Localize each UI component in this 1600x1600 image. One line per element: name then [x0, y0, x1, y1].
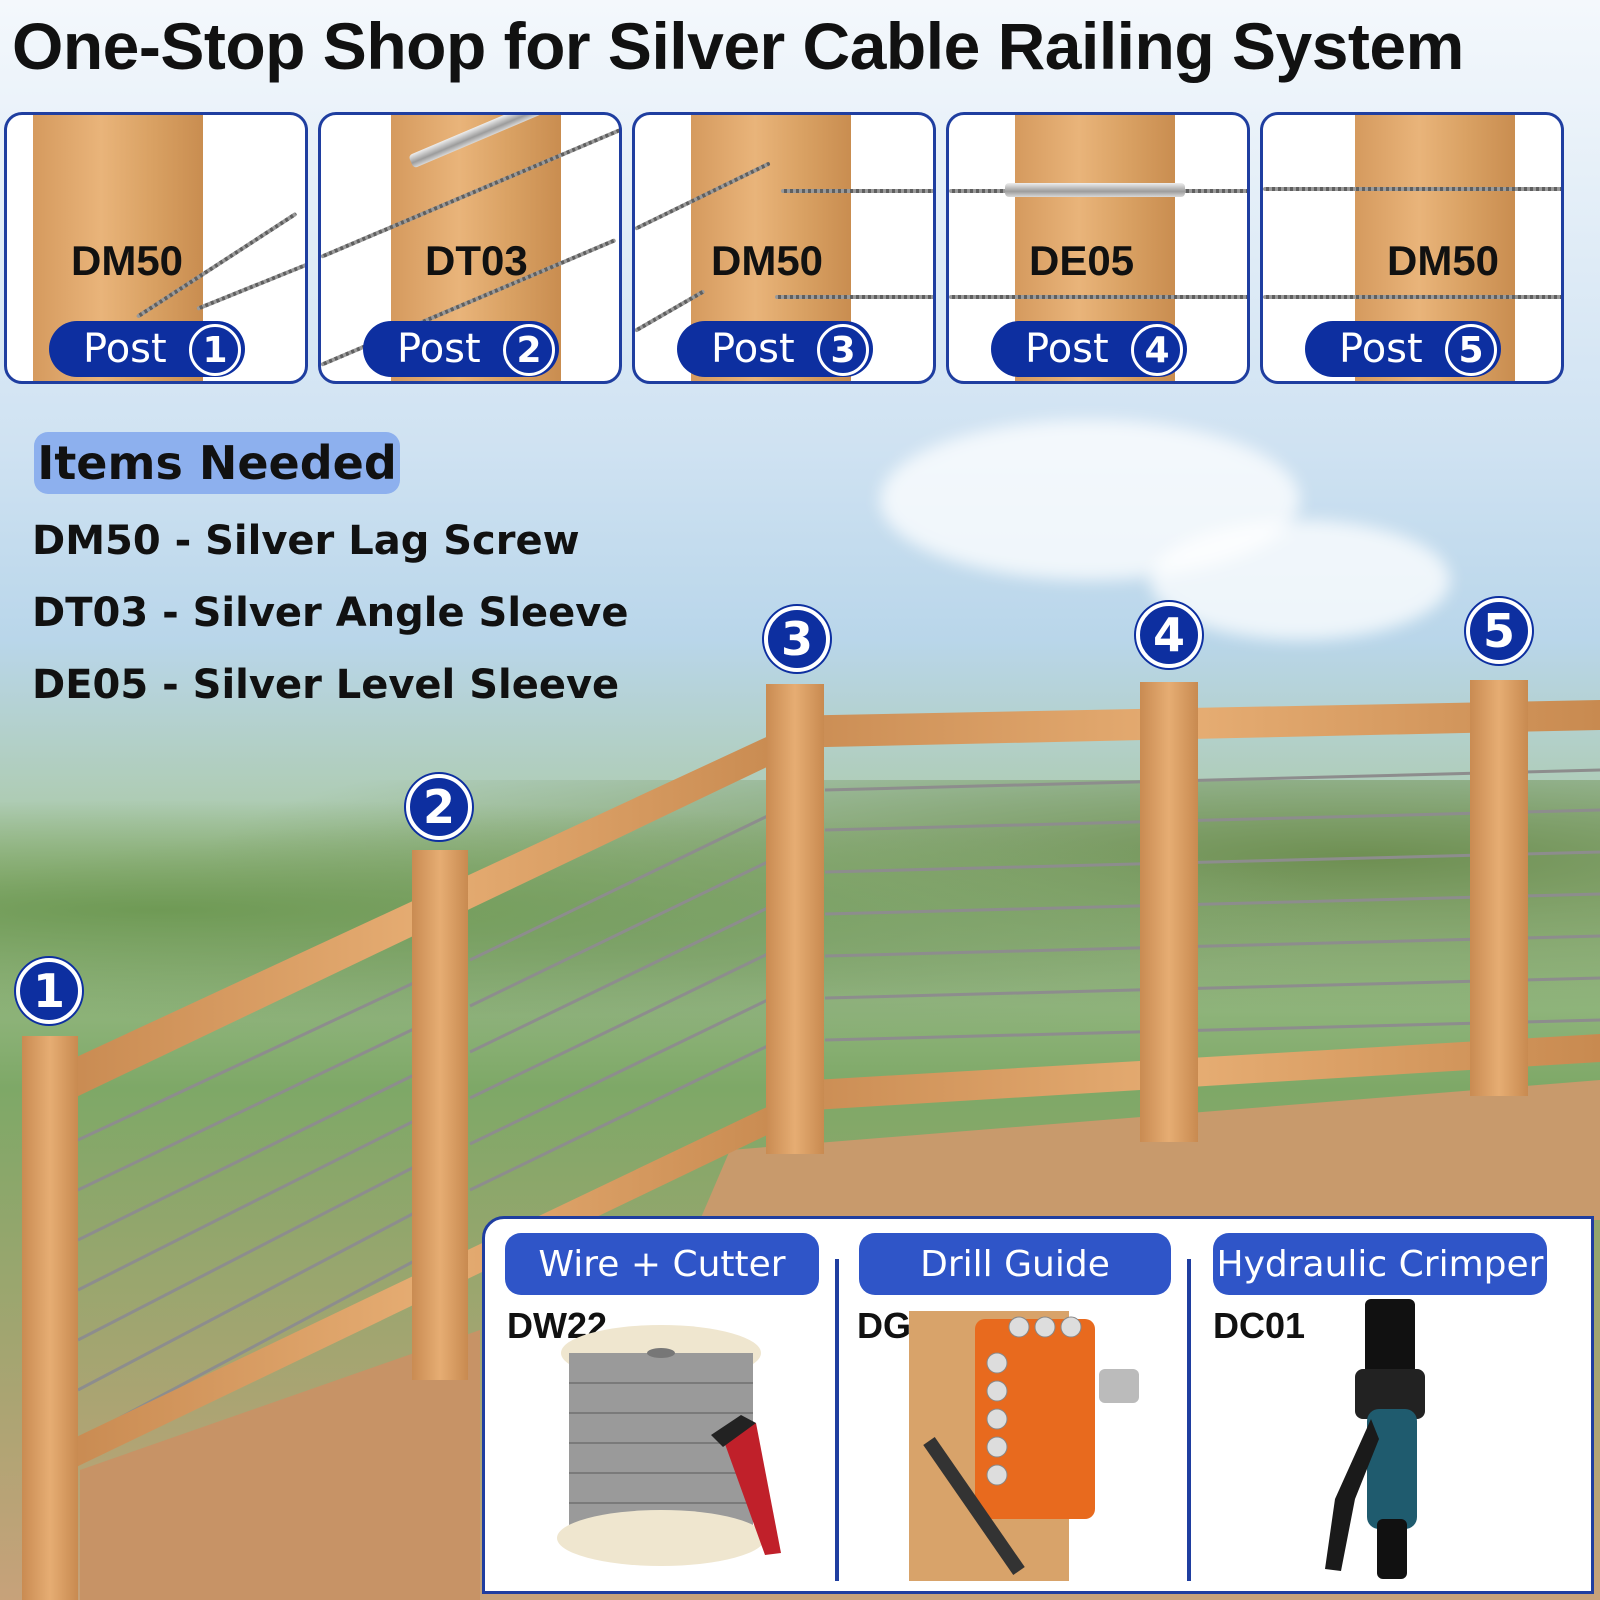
page-title: One-Stop Shop for Silver Cable Railing S…: [12, 9, 1464, 83]
post-2: [412, 850, 468, 1380]
post-marker-3: 3: [764, 606, 830, 672]
post-label: Post: [1339, 326, 1423, 372]
post-number: 4: [1131, 324, 1183, 376]
item-dt03: DT03 - Silver Angle Sleeve: [32, 590, 629, 636]
wire-spool-icon: [557, 1325, 781, 1566]
post-number: 5: [1445, 324, 1497, 376]
level-sleeve: [1005, 183, 1185, 197]
cable: [469, 946, 781, 1100]
background-cloud: [1150, 520, 1450, 640]
post-pill: Post 1: [49, 321, 245, 377]
tools-panel: Wire + Cutter DW22 Drill Guide DG12 Hydr…: [482, 1216, 1594, 1594]
cable: [469, 1038, 781, 1192]
cable: [77, 978, 421, 1142]
items-needed-heading: Items Needed: [34, 432, 400, 494]
post-marker-2: 2: [406, 774, 472, 840]
post-card-5: DM50 Post 5: [1260, 112, 1564, 384]
post-label: Post: [83, 326, 167, 372]
cable: [77, 1116, 421, 1292]
tool-divider: [1187, 1259, 1191, 1581]
post-marker-1: 1: [16, 958, 82, 1024]
tool-label-wire-cutter: Wire + Cutter: [505, 1233, 819, 1295]
tool-code-dc01: DC01: [1213, 1305, 1306, 1346]
cable: [949, 295, 1247, 299]
post-card-4: DE05 Post 4: [946, 112, 1250, 384]
post-number: 1: [189, 324, 241, 376]
stairs: [80, 1330, 480, 1600]
cable: [77, 1024, 421, 1192]
cable: [469, 992, 781, 1146]
tool-label-hydraulic-crimper: Hydraulic Crimper: [1213, 1233, 1547, 1295]
post-pill: Post 5: [1305, 321, 1501, 377]
post-label: Post: [711, 326, 795, 372]
post-pill: Post 2: [363, 321, 559, 377]
cable: [77, 1070, 421, 1242]
post-code: DT03: [425, 237, 528, 284]
post-marker-4: 4: [1136, 602, 1202, 668]
post-1: [22, 1036, 78, 1600]
cable: [469, 808, 781, 962]
tool-label-drill-guide: Drill Guide: [859, 1233, 1171, 1295]
cable: [77, 1208, 421, 1392]
cable: [1263, 187, 1561, 191]
deck: [700, 1080, 1600, 1220]
post-number: 2: [503, 324, 555, 376]
post-code: DM50: [1387, 237, 1500, 284]
post-card-1: DM50 Post 1: [4, 112, 308, 384]
cable: [781, 189, 933, 193]
post-code: DM50: [711, 237, 824, 284]
post-code: DM50: [71, 237, 184, 284]
post-label: Post: [1025, 326, 1109, 372]
post-pill: Post 3: [677, 321, 873, 377]
post-code: DE05: [1029, 237, 1135, 284]
post-3: [766, 684, 824, 1154]
cable: [469, 854, 781, 1008]
post-label: Post: [397, 326, 481, 372]
post-pill: Post 4: [991, 321, 1187, 377]
hydraulic-crimper-icon: [1325, 1299, 1425, 1579]
item-dm50: DM50 - Silver Lag Screw: [32, 518, 580, 564]
cable: [1263, 295, 1561, 299]
cable: [775, 295, 933, 299]
post-marker-5: 5: [1466, 598, 1532, 664]
post-card-3: DM50 Post 3: [632, 112, 936, 384]
item-de05: DE05 - Silver Level Sleeve: [32, 662, 620, 708]
post-card-2: DT03 Post 2: [318, 112, 622, 384]
cable: [469, 900, 781, 1054]
post-5: [1470, 680, 1528, 1096]
cable: [77, 1162, 421, 1342]
post-number: 3: [817, 324, 869, 376]
tool-divider: [835, 1259, 839, 1581]
drill-guide-icon: [909, 1311, 1139, 1581]
post-4: [1140, 682, 1198, 1142]
